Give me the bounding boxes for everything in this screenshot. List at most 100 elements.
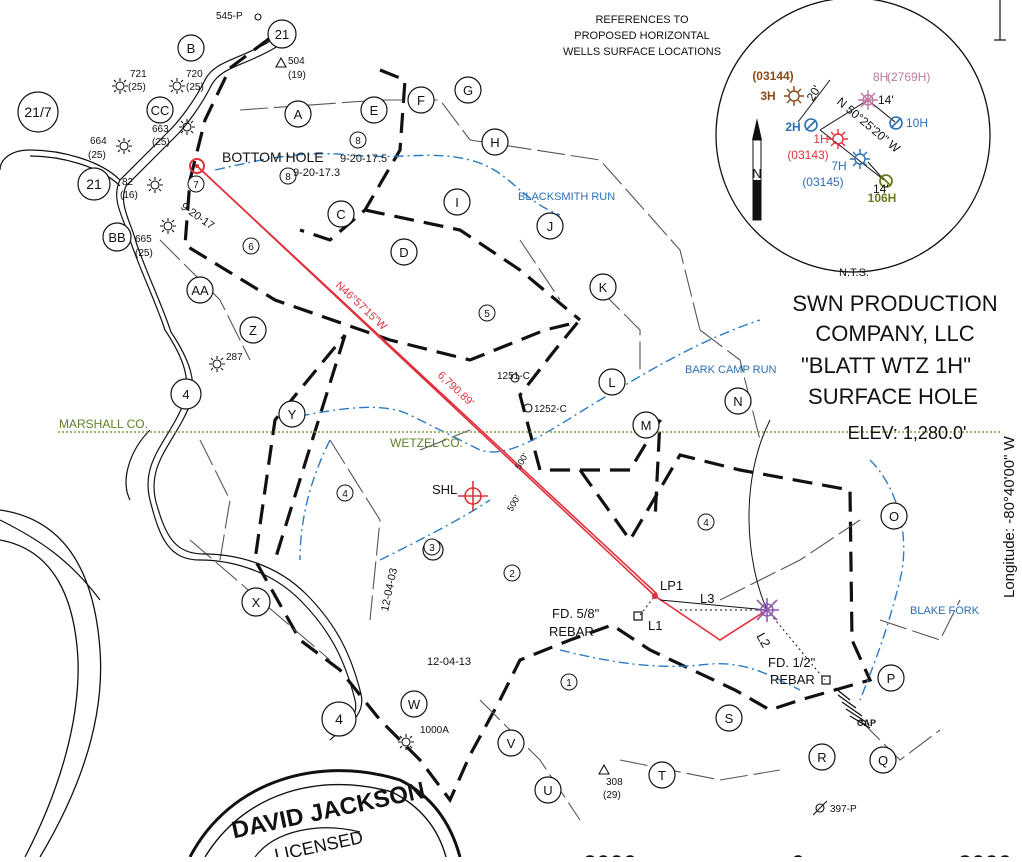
circle-label-text: J bbox=[547, 219, 554, 234]
inset-nts: N.T.S. bbox=[839, 267, 869, 279]
inset-8h-label: 8H bbox=[873, 70, 888, 84]
well-id-1251c: 1251-C bbox=[497, 371, 530, 382]
parcel-number-text: 3 bbox=[429, 543, 435, 554]
well-id-82: 82 bbox=[122, 177, 134, 188]
l1-label: L1 bbox=[648, 618, 662, 633]
inset-distance-14a: 14' bbox=[878, 93, 894, 107]
circle-label-ring bbox=[808, 743, 836, 771]
circle-label-ring bbox=[724, 387, 752, 415]
inset-8h-code: (2769H) bbox=[887, 70, 930, 84]
circle-label-text: E bbox=[370, 103, 379, 118]
rebar1-line2: REBAR bbox=[549, 624, 594, 639]
parcel-number-ring bbox=[560, 673, 578, 691]
circle-label-text: F bbox=[417, 93, 425, 108]
circle-label-ring bbox=[536, 212, 564, 240]
rebar-marker-1 bbox=[633, 611, 643, 621]
circle-label-ring bbox=[186, 276, 214, 304]
well-id-665: 665 bbox=[135, 234, 152, 245]
surveyor-seal bbox=[188, 769, 462, 858]
survey-lines bbox=[639, 419, 826, 681]
rebar2-line1: FD. 1/2" bbox=[768, 655, 816, 670]
well-id-1000a: 1000A bbox=[420, 725, 449, 736]
references-heading-3: WELLS SURFACE LOCATIONS bbox=[563, 46, 721, 58]
circle-label-ring bbox=[481, 128, 509, 156]
circle-label-text: O bbox=[889, 509, 899, 524]
well-id-545p: 545-P bbox=[216, 11, 243, 22]
scale-left: 2000 bbox=[583, 851, 636, 857]
well-id-664: 664 bbox=[90, 136, 107, 147]
circle-label-ring bbox=[407, 86, 435, 114]
scale-zero: 0 bbox=[791, 851, 804, 857]
circle-label-ring bbox=[869, 746, 897, 774]
circle-label-text: P bbox=[887, 671, 896, 686]
tract-boundary bbox=[183, 36, 873, 804]
well-id-397p: 397-P bbox=[830, 804, 857, 815]
bottom-hole-label: BOTTOM HOLE bbox=[222, 149, 324, 165]
surface-hole-marker-icon bbox=[755, 598, 779, 622]
circle-label-ring bbox=[648, 761, 676, 789]
circle-label-text: 4 bbox=[182, 387, 189, 402]
l2-label: L2 bbox=[753, 630, 773, 650]
circle-label-ring bbox=[632, 411, 660, 439]
elevation-label: ELEV: 1,280.0' bbox=[848, 423, 967, 443]
circle-label-ring bbox=[454, 76, 482, 104]
circle-label-ring bbox=[715, 704, 743, 732]
circle-label-ring bbox=[327, 200, 355, 228]
rebar-marker-2 bbox=[821, 675, 831, 685]
circle-label-text: CC bbox=[151, 103, 170, 118]
parcel-number-ring bbox=[279, 167, 297, 185]
circle-label-ring bbox=[880, 502, 908, 530]
references-heading-2: PROPOSED HORIZONTAL bbox=[574, 30, 709, 42]
well-symbols bbox=[112, 13, 828, 816]
circle-label-text: X bbox=[252, 595, 261, 610]
north-arrow-icon: N bbox=[752, 118, 762, 221]
corner-marker bbox=[994, 0, 1006, 41]
parcel-number-ring bbox=[423, 538, 441, 556]
circle-label-text: S bbox=[725, 711, 734, 726]
parcel-number-ring bbox=[349, 131, 367, 149]
rebar2-line2: REBAR bbox=[770, 672, 815, 687]
circle-label-ring bbox=[170, 378, 202, 410]
parcel-number-ring bbox=[503, 564, 521, 582]
inset-1h-code: (03143) bbox=[787, 148, 828, 162]
parcel-number-text: 8 bbox=[285, 172, 291, 183]
stream-blake-fork: BLAKE FORK bbox=[910, 605, 980, 617]
circle-label-ring bbox=[390, 238, 418, 266]
stream-bark-camp-run: BARK CAMP RUN bbox=[685, 364, 777, 376]
parcel-id-5: 12-04-13 bbox=[427, 656, 471, 668]
circle-label-ring bbox=[284, 100, 312, 128]
parcel-number-ring bbox=[187, 175, 205, 193]
parcel-number-text: 6 bbox=[248, 242, 254, 253]
svg-text:N: N bbox=[752, 166, 761, 181]
lateral-length: 6,790.89' bbox=[435, 369, 476, 408]
circle-label-text: U bbox=[543, 783, 552, 798]
circle-label-text: G bbox=[463, 83, 473, 98]
circle-label-text: 21 bbox=[86, 176, 102, 192]
circle-label-text: AA bbox=[191, 283, 209, 298]
well-id-721-b: (25) bbox=[128, 82, 146, 93]
lp1-label: LP1 bbox=[660, 578, 683, 593]
l3-label: L3 bbox=[700, 591, 714, 606]
county-wetzel: WETZEL CO. bbox=[390, 436, 463, 450]
well-id-504: 504 bbox=[288, 56, 305, 67]
parcel-id-1: 9-20-17.5 bbox=[340, 153, 387, 165]
parcel-number-text: 4 bbox=[342, 489, 348, 500]
lateral-bearing: N46°57'15"W bbox=[333, 279, 389, 333]
inset-7h-label: 7H bbox=[831, 159, 846, 173]
parcel-id-3: 9-20-17 bbox=[178, 201, 216, 233]
circle-label-text: N bbox=[733, 394, 742, 409]
property-lines bbox=[159, 99, 961, 821]
rebar1-line1: FD. 5/8" bbox=[552, 606, 600, 621]
well-id-308-b: (29) bbox=[603, 790, 621, 801]
well-106h-icon bbox=[879, 174, 893, 188]
stream-blacksmith-run: BLACKSMITH RUN bbox=[518, 191, 615, 203]
shl-target-icon bbox=[458, 481, 488, 511]
inset-3h-code: (03144) bbox=[752, 69, 793, 83]
circle-label-text: D bbox=[399, 245, 408, 260]
lateral-line bbox=[196, 165, 768, 641]
circle-label-ring bbox=[400, 690, 428, 718]
parcel-number-text: 7 bbox=[193, 180, 199, 191]
circle-label-text: Q bbox=[878, 753, 888, 768]
circle-label-ring bbox=[239, 316, 267, 344]
